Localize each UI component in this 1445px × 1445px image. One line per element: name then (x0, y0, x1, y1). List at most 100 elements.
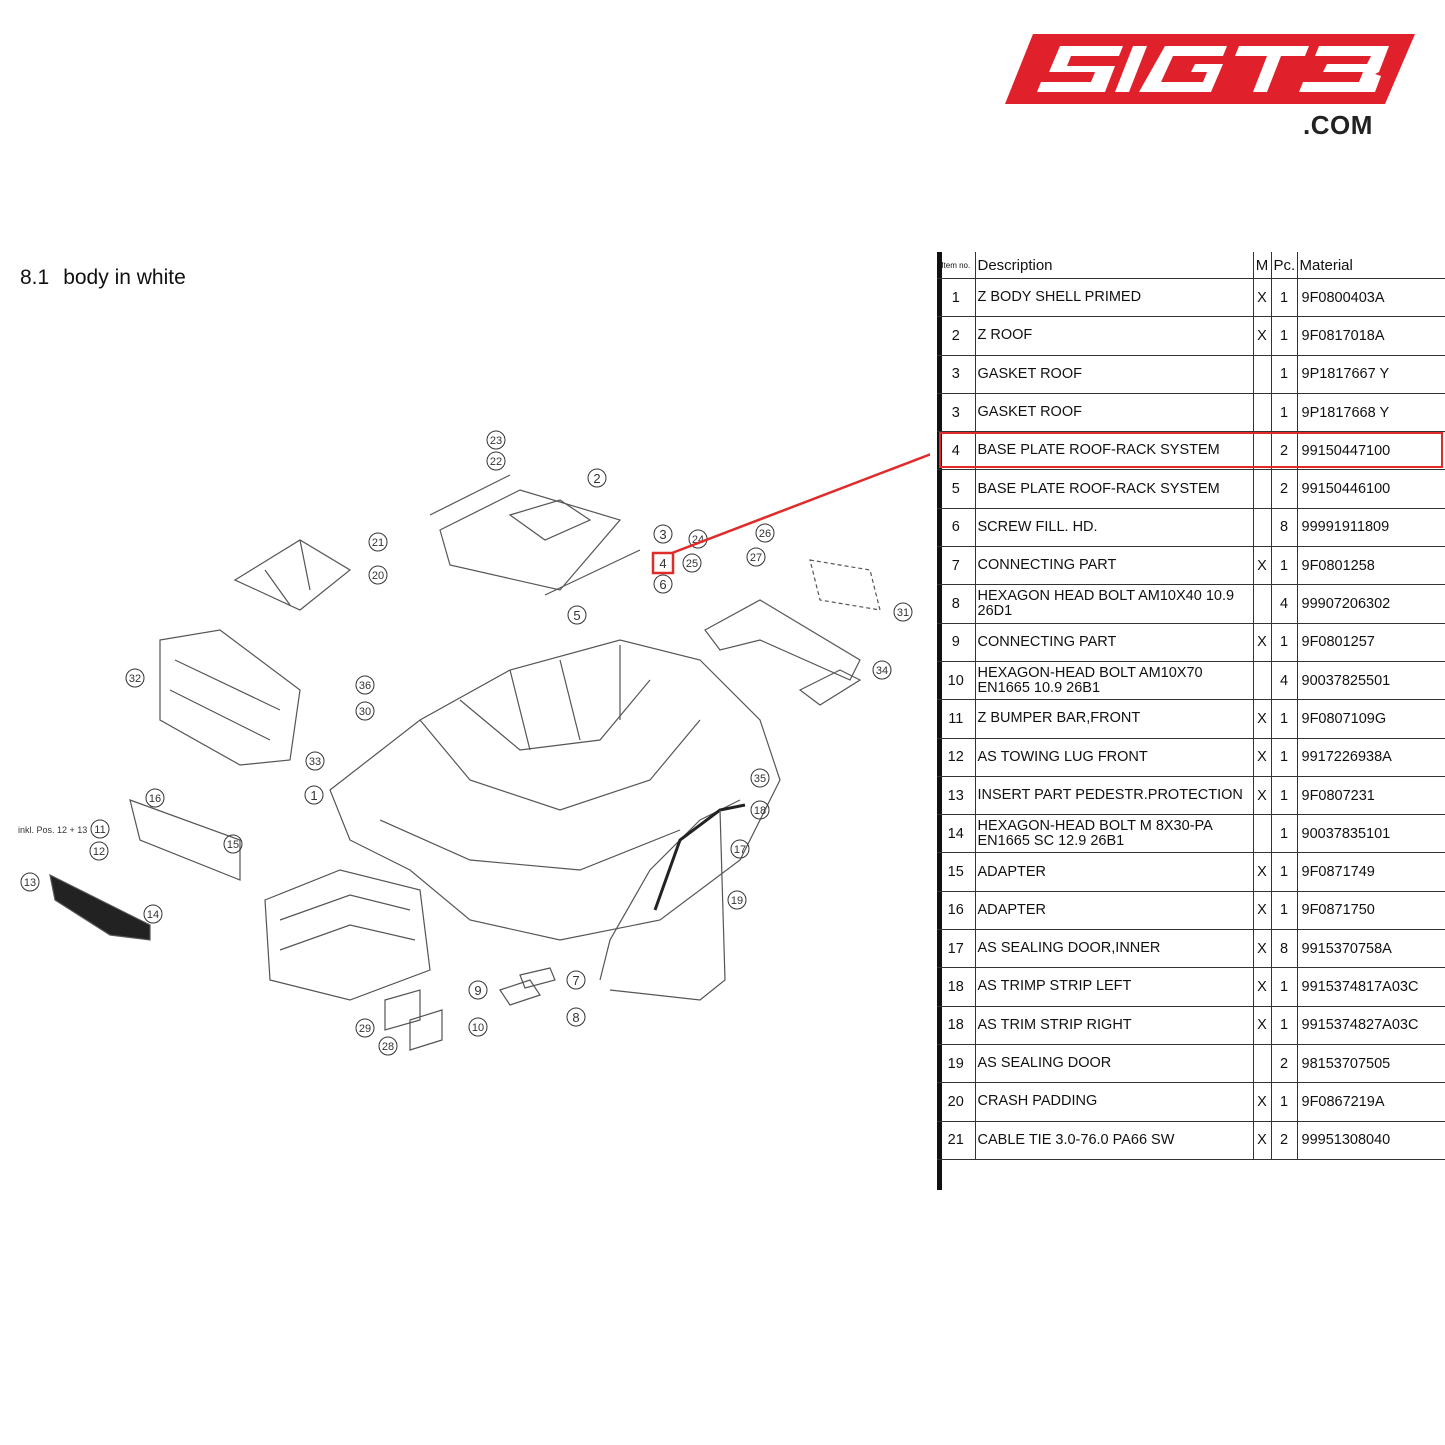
row-m-flag: X (1253, 623, 1272, 662)
trim-strip (653, 803, 746, 911)
header-m: M (1253, 252, 1272, 279)
row-description: ADAPTER (975, 852, 1254, 892)
cage-bar-1 (419, 719, 701, 811)
row-piece-count: 1 (1271, 814, 1298, 854)
logo-lettering (1037, 46, 1389, 92)
row-description: CONNECTING PART (975, 546, 1254, 586)
svg-text:12: 12 (93, 846, 105, 858)
svg-text:23: 23 (490, 435, 502, 447)
body-shell-outline (329, 639, 781, 941)
rear-panel-shape (809, 559, 881, 611)
row-item-no: 1 (937, 278, 976, 318)
row-item-no: 15 (937, 852, 976, 892)
row-description: BASE PLATE ROOF-RACK SYSTEM (975, 431, 1254, 471)
row-piece-count: 1 (1271, 699, 1298, 739)
callout-6: 6 (653, 574, 673, 594)
callout-21: 21 (368, 532, 388, 552)
front-structure-ribs (279, 894, 416, 951)
callout-13: 13 (20, 872, 40, 892)
row-material-number: 9F0807109G (1297, 699, 1445, 739)
row-material-number: 9F0871750 (1297, 891, 1445, 931)
row-m-flag: X (1253, 1082, 1272, 1122)
svg-text:31: 31 (897, 607, 909, 619)
row-piece-count: 1 (1271, 355, 1298, 394)
row-item-no: 17 (937, 929, 976, 969)
callout-7: 7 (566, 970, 586, 990)
svg-text:26: 26 (759, 528, 771, 540)
table-header-row: Item no. Description M Pc. Material (937, 252, 1445, 279)
callout-26: 26 (755, 523, 775, 543)
row-item-no: 19 (937, 1044, 976, 1084)
callout-15: 15 (223, 834, 243, 854)
row-item-no: 3 (937, 393, 976, 433)
svg-text:27: 27 (750, 552, 762, 564)
row-material-number: 90037835101 (1297, 814, 1445, 854)
row-item-no: 4 (937, 431, 976, 471)
logo-domain[interactable]: .COM (1303, 110, 1373, 140)
row-item-no: 21 (937, 1121, 976, 1160)
header-material: Material (1297, 252, 1445, 279)
row-m-flag (1253, 431, 1272, 471)
svg-text:5: 5 (573, 608, 580, 623)
svg-text:10: 10 (472, 1022, 484, 1034)
row-piece-count: 8 (1271, 508, 1298, 548)
front-structure-shape (264, 869, 431, 1001)
row-piece-count: 4 (1271, 584, 1298, 624)
row-material-number: 9P1817667 Y (1297, 355, 1445, 394)
diagram-note: inkl. Pos. 12 + 13 (18, 825, 87, 835)
row-description: AS TRIM STRIP RIGHT (975, 1006, 1254, 1045)
row-m-flag: X (1253, 1006, 1272, 1045)
row-piece-count: 1 (1271, 1006, 1298, 1045)
callout-17: 17 (730, 839, 750, 859)
row-m-flag: X (1253, 738, 1272, 777)
rear-beam-shape (704, 599, 861, 681)
svg-text:25: 25 (686, 558, 698, 570)
row-item-no: 6 (937, 508, 976, 548)
svg-text:28: 28 (382, 1041, 394, 1053)
diagram-linework (49, 474, 881, 1051)
row-m-flag (1253, 814, 1272, 854)
highlighted-callout-box (651, 551, 675, 575)
row-description: HEXAGON HEAD BOLT AM10X40 10.9 26D1 (975, 584, 1254, 624)
section-title: body in white (63, 266, 186, 289)
svg-text:14: 14 (147, 909, 159, 921)
callout-3: 3 (653, 524, 673, 544)
svg-text:29: 29 (359, 1023, 371, 1035)
row-material-number: 9917226938A (1297, 738, 1445, 777)
row-piece-count: 1 (1271, 1082, 1298, 1122)
brand-logo[interactable] (1005, 34, 1415, 144)
row-m-flag (1253, 508, 1272, 548)
callout-1: 1 (304, 785, 324, 805)
row-description: AS TRIMP STRIP LEFT (975, 967, 1254, 1007)
callout-30: 30 (355, 701, 375, 721)
row-m-flag: X (1253, 891, 1272, 931)
row-item-no: 11 (937, 699, 976, 739)
door-seal-inner (599, 799, 741, 981)
row-m-flag: X (1253, 1121, 1272, 1160)
cage-bar-2 (459, 679, 651, 751)
